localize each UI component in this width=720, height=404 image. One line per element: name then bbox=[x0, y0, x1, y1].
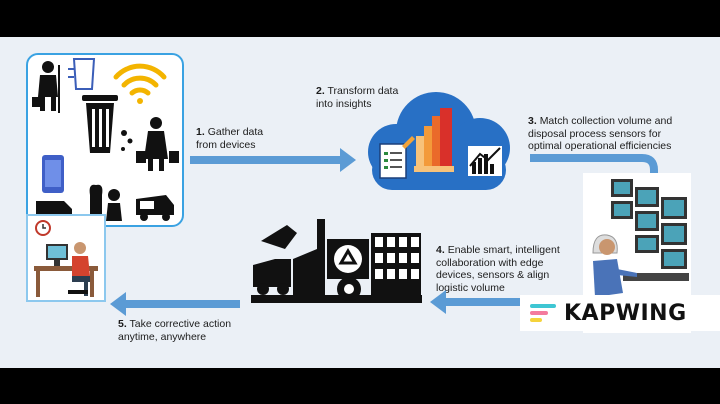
kapwing-logo-icon bbox=[530, 304, 556, 322]
step-4-label: 4. Enable smart, intelligent collaborati… bbox=[436, 244, 560, 294]
factory-panel bbox=[251, 215, 422, 303]
factory-icon bbox=[251, 219, 422, 303]
kapwing-wordmark: KAPWING bbox=[564, 300, 687, 326]
drink-cup-icon bbox=[68, 58, 96, 90]
desk-worker-icon bbox=[34, 220, 98, 297]
step-2-label: 2. Transform data into insights bbox=[316, 85, 399, 110]
bar-chart-icon bbox=[414, 108, 454, 172]
cloud-icon bbox=[368, 92, 510, 190]
kapwing-watermark: KAPWING bbox=[520, 295, 720, 331]
cleaning-person-icon bbox=[32, 61, 60, 113]
cleaning-person-icon bbox=[136, 117, 179, 171]
step-1-label: 1. Gather data from devices bbox=[196, 126, 264, 151]
arrow-factory-to-action bbox=[110, 292, 240, 316]
arrow-monitoring-to-factory bbox=[430, 290, 574, 314]
wifi-icon bbox=[113, 63, 167, 104]
monitor-wall-icon bbox=[611, 179, 687, 269]
phone-icon bbox=[42, 155, 64, 193]
arrow-gather-to-cloud bbox=[190, 148, 356, 172]
devices-panel bbox=[26, 53, 184, 227]
step-3-label: 3. Match collection volume and disposal … bbox=[528, 115, 673, 152]
step-5-label: 5. Take corrective action anytime, anywh… bbox=[118, 318, 232, 343]
clock-icon bbox=[35, 220, 51, 236]
garbage-bag-icon bbox=[89, 184, 122, 221]
trash-bin-icon bbox=[82, 95, 133, 153]
document-icon bbox=[379, 136, 415, 179]
desk-worker-panel bbox=[26, 214, 106, 302]
recycle-icon bbox=[327, 239, 369, 279]
garbage-truck-icon bbox=[136, 195, 174, 221]
trend-chart-icon bbox=[468, 146, 502, 176]
